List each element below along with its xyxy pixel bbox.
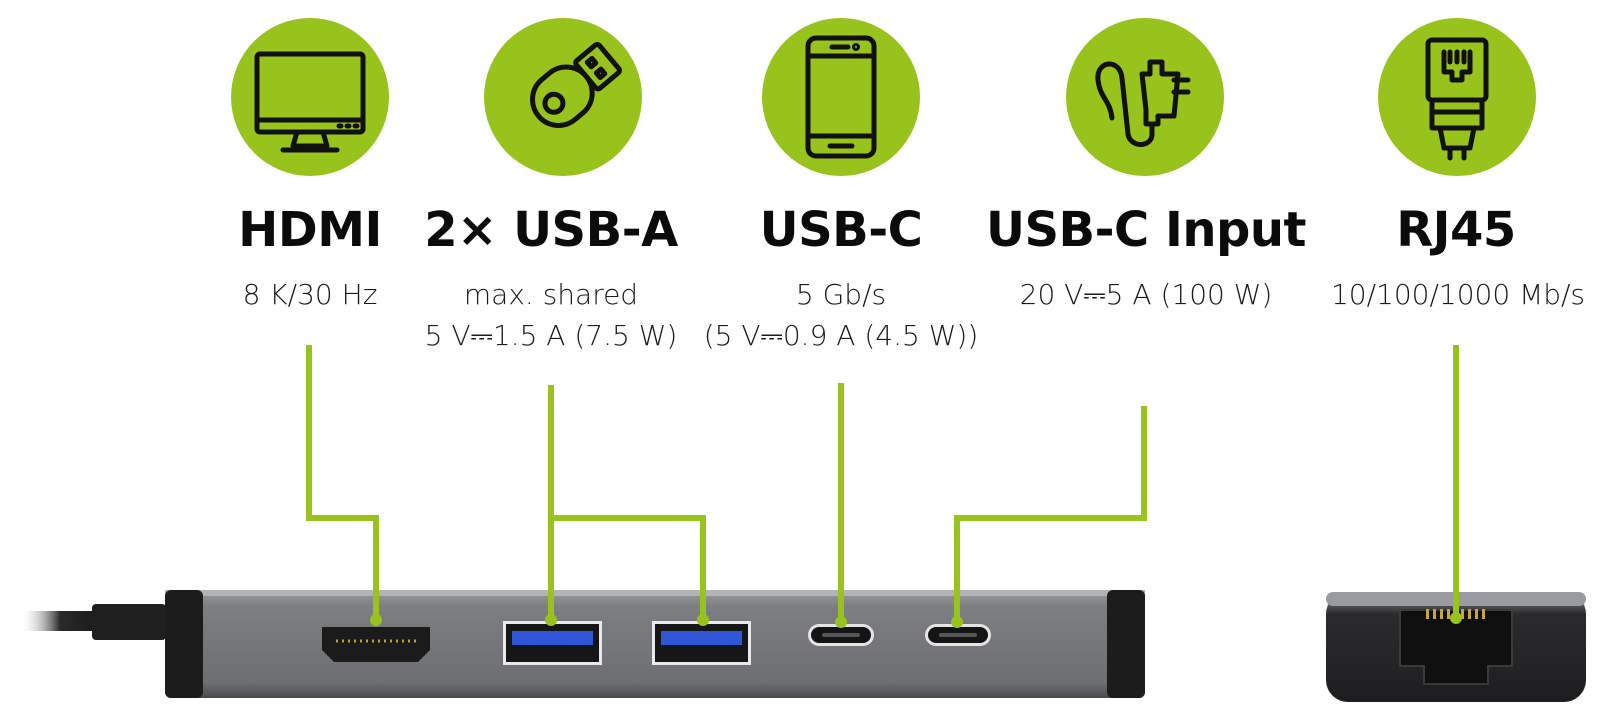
usb-c-input-title: USB-C Input [986,202,1307,258]
usb-c-title: USB-C [759,202,923,258]
usb-a-port-2 [652,621,751,665]
usb-c-port [808,624,874,646]
usb-a-title: 2× USB-A [424,202,678,258]
usb-c-spec-line-1: 5 Gb/s [795,278,887,311]
usb-c-input-port [925,624,991,646]
usb-a-spec-line-2: 5 V⎓1.5 A (7.5 W) [424,319,678,352]
usb-stick-icon [484,18,642,176]
connector-lines [306,345,1459,622]
rj45-title: RJ45 [1396,202,1516,258]
smartphone-icon [762,18,920,176]
hdmi-title: HDMI [238,202,382,258]
usb-a-spec-line-1: max. shared [463,278,639,311]
hdmi-port [322,627,430,662]
hdmi-spec: 8 K/30 Hz [242,278,378,311]
rj45-spec: 10/100/1000 Mb/s [1330,278,1586,311]
monitor-icon [231,18,389,176]
rj45-module [1326,592,1586,702]
usb-a-port-1 [503,621,602,665]
usb-c-spec-line-2: (5 V⎓0.9 A (4.5 W)) [703,319,979,352]
connector-dots [370,612,1462,628]
hub-cable [20,604,166,640]
usb-c-input-spec: 20 V⎓5 A (100 W) [1019,278,1273,311]
power-adapter-icon [1066,18,1224,176]
ethernet-plug-icon [1378,18,1536,176]
